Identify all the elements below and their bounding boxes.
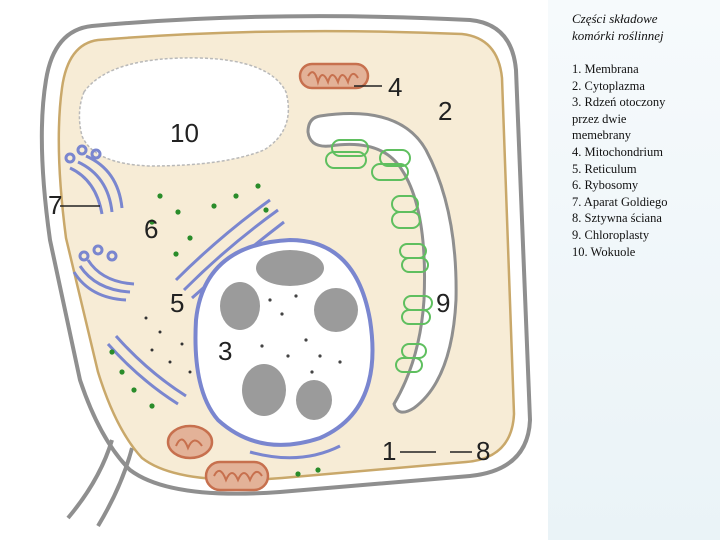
label-7: 7 bbox=[48, 190, 62, 220]
legend-item: memebrany bbox=[572, 128, 632, 143]
leader-lines bbox=[60, 85, 472, 453]
legend-item: 3. Rdzeń otoczony bbox=[572, 95, 666, 110]
label-4: 4 bbox=[388, 72, 402, 102]
cell-wall-stalk bbox=[66, 439, 134, 528]
plant-cell-diagram: 1 2 3 4 5 6 7 8 9 10 bbox=[39, 14, 533, 528]
legend-item: 8. Sztywna ściana bbox=[572, 211, 662, 226]
ribosomes bbox=[109, 183, 321, 477]
mitochondrion-bottom-left bbox=[166, 424, 214, 460]
label-2: 2 bbox=[438, 96, 452, 126]
legend-item: 2. Cytoplazma bbox=[572, 78, 645, 93]
legend-item: 10. Wokuole bbox=[572, 244, 636, 259]
cytoplasm-dots bbox=[144, 316, 192, 374]
legend-list: 1. Membrana 2. Cytoplazma 3. Rdzeń otocz… bbox=[572, 61, 712, 260]
chloroplasts bbox=[325, 139, 433, 373]
legend-item: 5. Reticulum bbox=[572, 161, 637, 176]
chloroplast-band bbox=[306, 112, 458, 414]
legend-title-line-2: komórki roślinnej bbox=[572, 28, 664, 43]
legend-item: 7. Aparat Goldiego bbox=[572, 194, 668, 209]
golgi-apparatus-lower bbox=[72, 244, 135, 302]
golgi-apparatus-upper bbox=[64, 144, 124, 215]
legend-title-line-1: Części składowe bbox=[572, 11, 658, 26]
legend-item: 6. Rybosomy bbox=[572, 178, 639, 193]
legend-item: 1. Membrana bbox=[572, 62, 639, 76]
nucleus bbox=[193, 237, 375, 447]
mitochondrion-top bbox=[298, 62, 370, 90]
nucleus-dots bbox=[260, 294, 342, 374]
legend-item: przez dwie bbox=[572, 111, 627, 126]
chromatin bbox=[220, 250, 358, 420]
legend-title: Części składowe komórki roślinnej bbox=[572, 10, 712, 44]
side-panel bbox=[548, 0, 720, 540]
label-9: 9 bbox=[436, 288, 450, 318]
mitochondrion-bottom-right bbox=[204, 460, 270, 492]
legend-item: 9. Chloroplasty bbox=[572, 227, 650, 242]
label-3: 3 bbox=[218, 336, 232, 366]
label-5: 5 bbox=[170, 288, 184, 318]
label-8: 8 bbox=[476, 436, 490, 466]
vacuole bbox=[78, 57, 290, 167]
legend-item: 4. Mitochondrium bbox=[572, 144, 663, 159]
label-6: 6 bbox=[144, 214, 158, 244]
label-10: 10 bbox=[170, 118, 199, 148]
label-1: 1 bbox=[382, 436, 396, 466]
